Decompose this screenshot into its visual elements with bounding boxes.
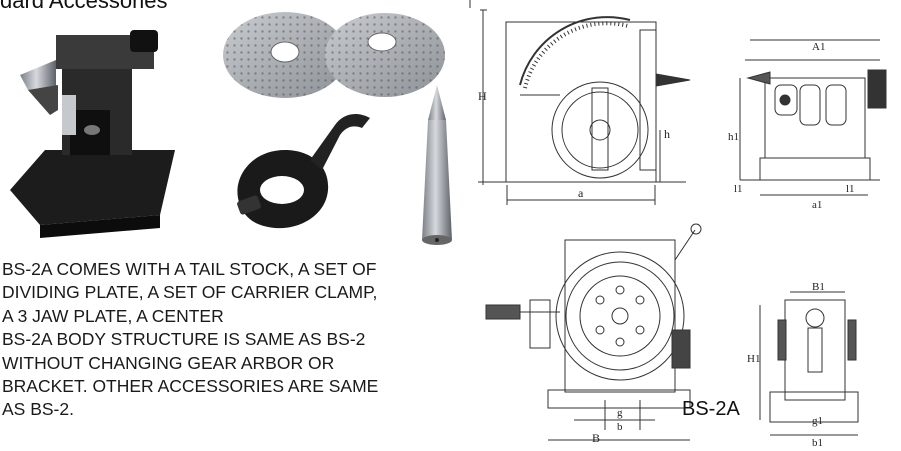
- dim-label-bottom-B: B: [592, 431, 600, 445]
- dim-label-bottom-g: g: [617, 407, 623, 419]
- model-label: BS-2A: [682, 398, 740, 420]
- description-line: AS BS-2.: [2, 399, 74, 420]
- dim-label-bottom-b: b: [617, 421, 623, 433]
- side-view-drawing: [759, 291, 859, 436]
- dim-label-side-B1: B1: [812, 281, 825, 293]
- dim-label-tail-l1-left: l1: [734, 183, 743, 195]
- dim-label-tail-h1: h1: [728, 131, 739, 143]
- description-line: BS-2A COMES WITH A TAIL STOCK, A SET OF: [2, 259, 377, 279]
- dim-label-front-a: a: [578, 186, 584, 200]
- dim-label-side-H1: H1: [747, 353, 760, 365]
- dim-label-side-g1: g1: [812, 415, 823, 427]
- description-line: DIVIDING PLATE, A SET OF CARRIER CLAMP,: [2, 282, 378, 303]
- tail-stock-image: [10, 30, 175, 238]
- description-text: BS-2A COMES WITH A TAIL STOCK, A SET OF …: [2, 258, 472, 422]
- description-line: A 3 JAW PLATE, A CENTER: [2, 305, 224, 326]
- dim-label-tail-l1-right: l1: [846, 183, 855, 195]
- front-view-drawing: [478, 9, 691, 205]
- dim-label-tail-A1: A1: [812, 41, 825, 53]
- bottom-front-drawing: [485, 223, 702, 441]
- dividing-plates-image: [223, 12, 445, 98]
- description-line: BS-2A BODY STRUCTURE IS SAME AS BS-2: [2, 329, 366, 350]
- carrier-clamp-image: [237, 114, 370, 229]
- description-line: BRACKET. OTHER ACCESSORIES ARE SAME: [2, 376, 379, 397]
- dim-label-front-h: h: [664, 127, 670, 141]
- section-heading: dard Accessories: [0, 0, 168, 13]
- dim-label-tail-a1: a1: [812, 199, 822, 211]
- center-image: [422, 85, 452, 245]
- dim-label-front-H: H: [478, 89, 487, 103]
- description-line: WITHOUT CHANGING GEAR ARBOR OR: [2, 352, 335, 373]
- tail-stock-drawing: [739, 39, 887, 196]
- dim-label-side-b1: b1: [812, 437, 823, 449]
